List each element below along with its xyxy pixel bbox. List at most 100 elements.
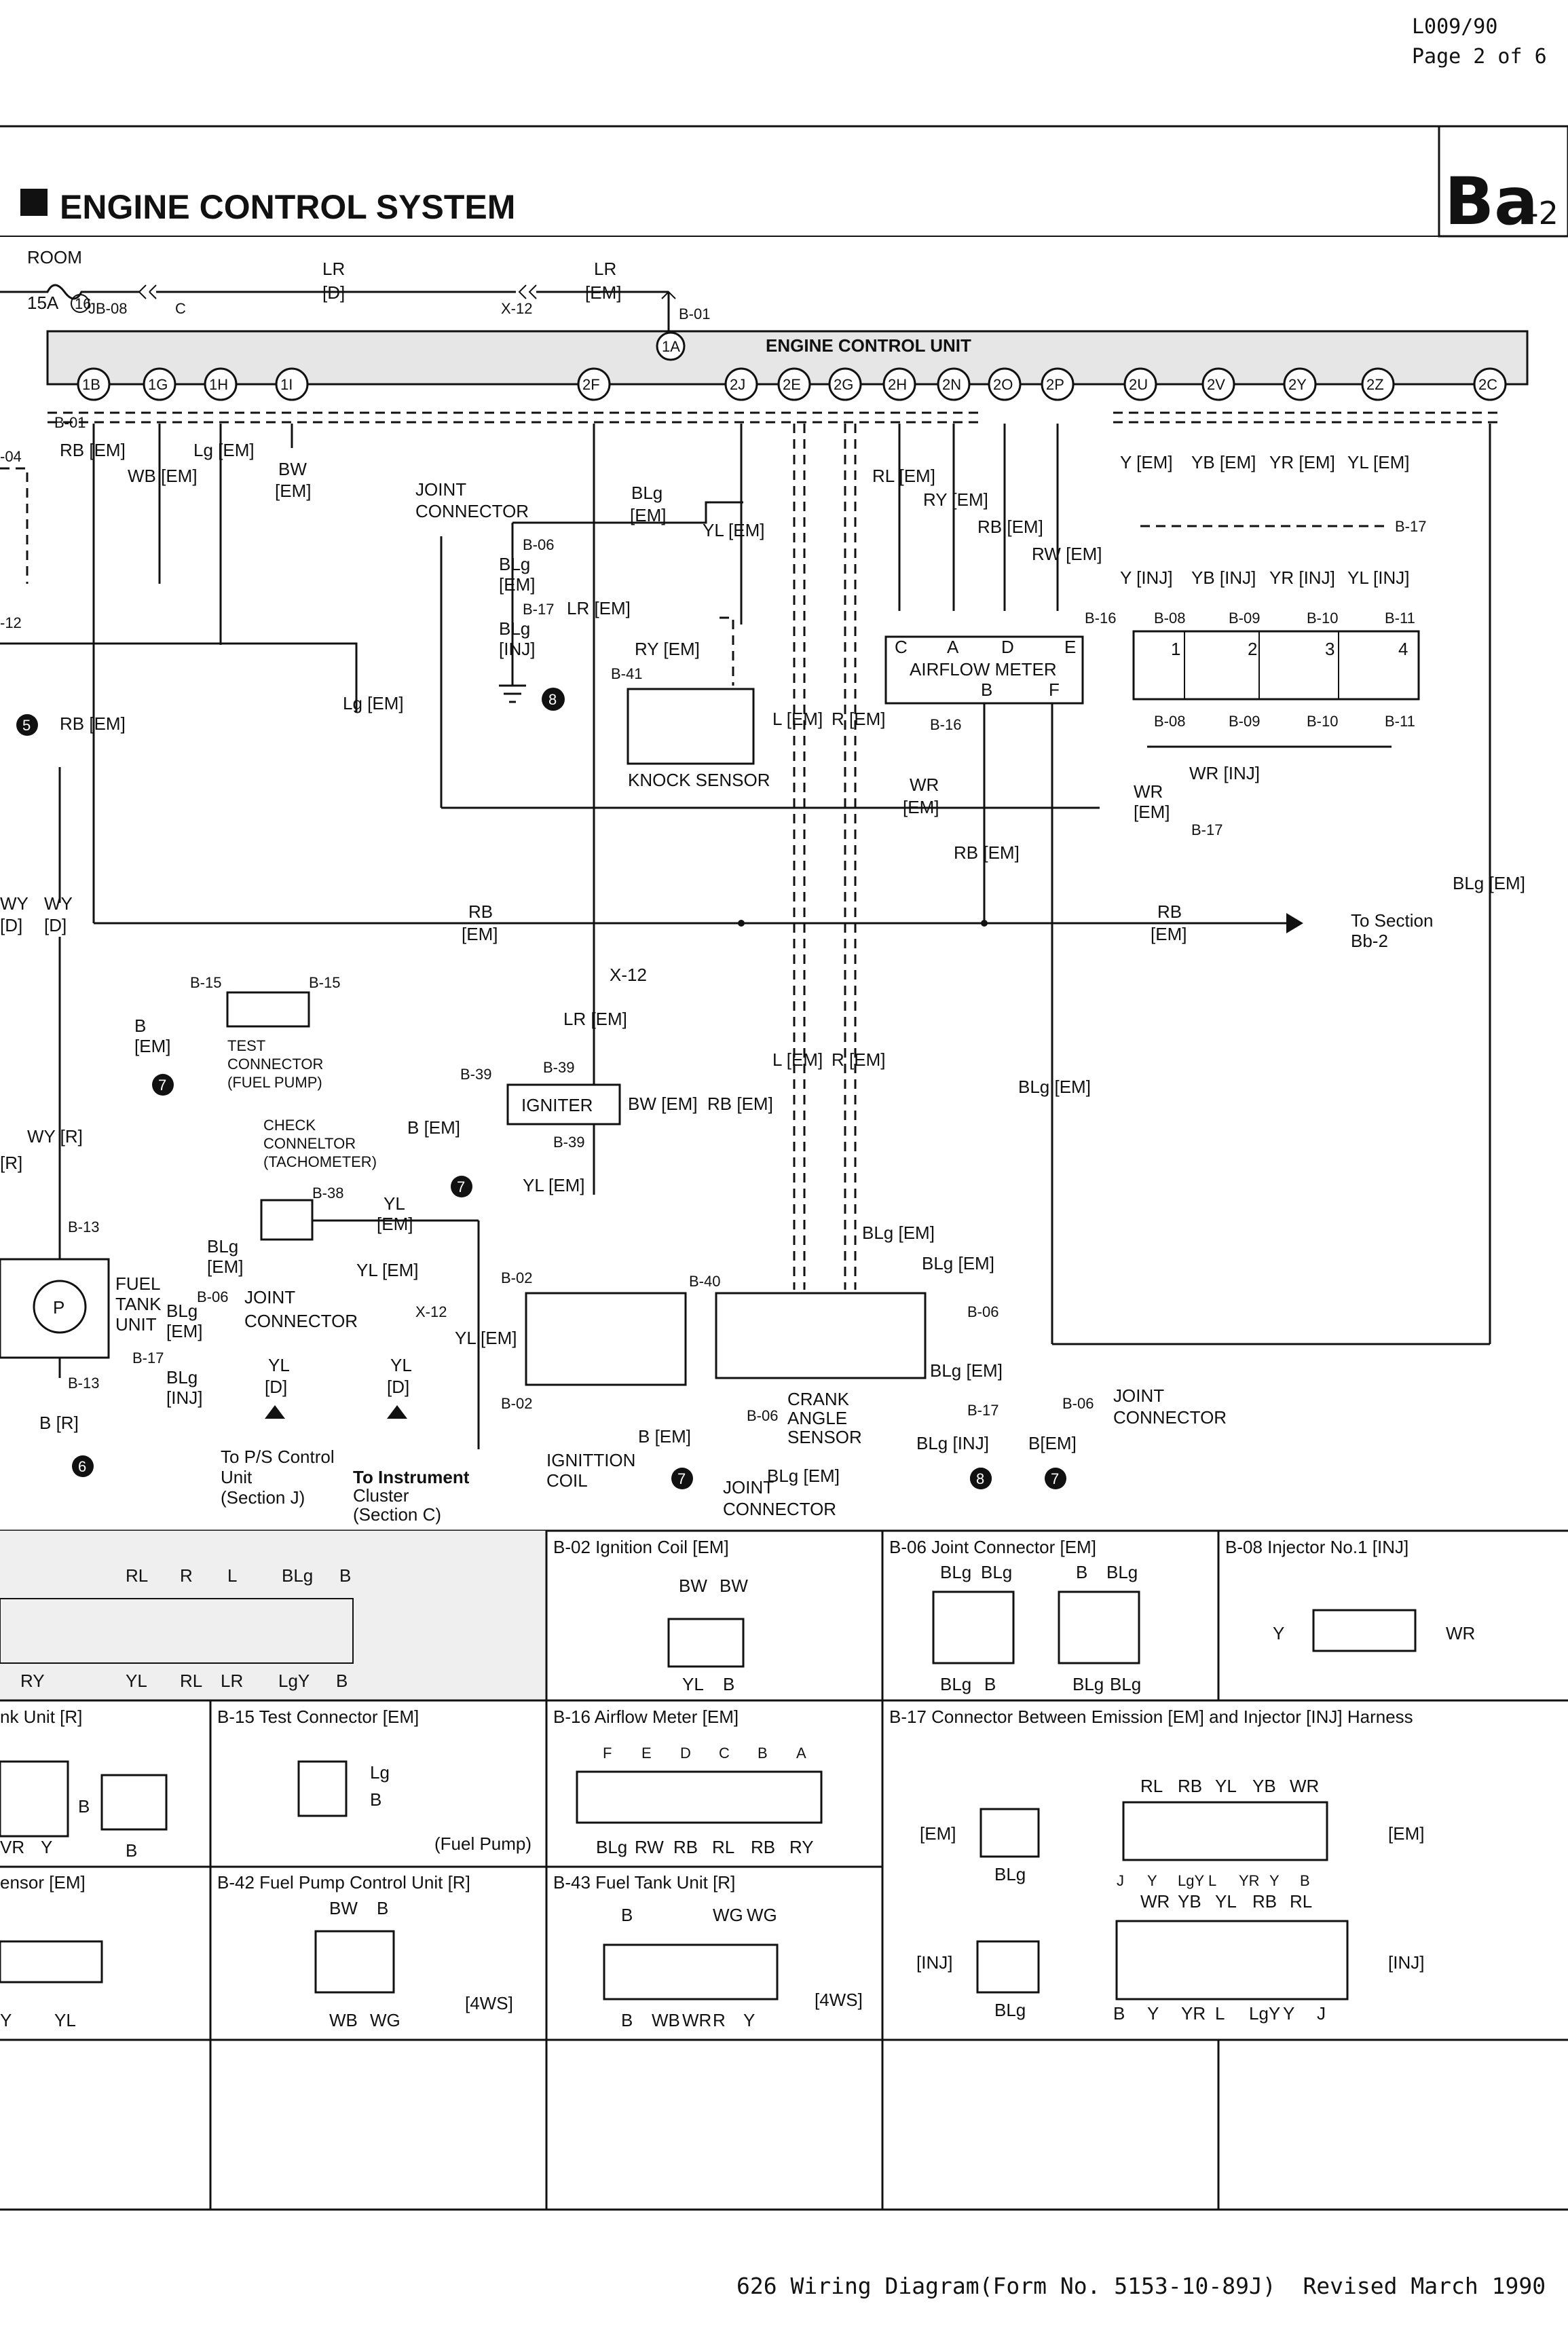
b02-title: B-02 Ignition Coil [EM] <box>553 1537 729 1557</box>
ecu-pin-label: 1G <box>148 376 168 393</box>
document-id: L009/90 Page 2 of 6 <box>1412 12 1568 72</box>
wire-label: YL [INJ] <box>1347 567 1410 588</box>
injector-bank <box>1132 630 1420 701</box>
b43-pin: Y <box>743 2010 755 2030</box>
wire-label: BLg [EM] <box>922 1253 994 1273</box>
wire-label: YL [EM] <box>356 1260 419 1280</box>
wire-label: R [EM] <box>832 1049 885 1070</box>
b02-pin: YL <box>682 1674 704 1694</box>
injector-number: 4 <box>1398 639 1408 659</box>
ecu-label: ENGINE CONTROL UNIT <box>766 335 971 356</box>
connector-x12: X-12 <box>501 300 532 317</box>
ground-marker <box>1045 1468 1066 1489</box>
ecu-pin <box>937 367 971 401</box>
wire-label: B[EM] <box>1028 1433 1077 1453</box>
to-ic-label: Cluster <box>353 1485 409 1506</box>
ground-number: 7 <box>677 1470 686 1487</box>
connector-b01: B-01 <box>679 305 710 322</box>
fuel-pump-circle <box>33 1280 87 1334</box>
connector-b17: B-17 <box>1191 821 1222 838</box>
wire-joint <box>512 501 743 524</box>
ecu-pin-label: 1A <box>662 338 680 355</box>
ground-number: 6 <box>78 1458 86 1475</box>
wire-label: BW [EM] <box>628 1094 698 1114</box>
b43-pin: WG <box>713 1905 743 1925</box>
ground-marker <box>970 1468 992 1489</box>
wire-label: BLg <box>499 618 530 639</box>
b17-em-connector <box>1122 1801 1328 1861</box>
ecu-pin <box>77 367 111 401</box>
injector-number: 3 <box>1325 639 1334 659</box>
b17-pin: L <box>1208 1872 1216 1889</box>
b02-connector <box>667 1618 745 1668</box>
airflow-meter-body <box>884 635 1084 705</box>
ecu-view-pin: B <box>336 1671 348 1691</box>
b06-connector <box>932 1590 1015 1664</box>
ecu-pin <box>882 367 916 401</box>
wire-label: L [EM] <box>772 709 823 729</box>
wire-label: RB [EM] <box>60 713 126 734</box>
joint-connector-label: CONNECTOR <box>244 1311 358 1331</box>
wire-harness: [EM] <box>207 1256 243 1277</box>
afm-pin-f: F <box>1049 680 1060 700</box>
connector-b15: B-15 <box>190 974 221 991</box>
ground-marker <box>16 714 38 736</box>
wire-harness: [D] <box>322 282 345 303</box>
b17-pin: B <box>1113 2003 1125 2024</box>
wire-label: RB [EM] <box>954 842 1020 863</box>
b42-connector <box>314 1930 395 1994</box>
connector-b39: B-39 <box>553 1134 584 1151</box>
ground-number: 7 <box>457 1178 465 1195</box>
b17-pin: LgY <box>1178 1872 1204 1889</box>
wire-label: WB [EM] <box>128 466 198 486</box>
ecu-view-pin: R <box>180 1565 193 1586</box>
b17-pin: B <box>1300 1872 1310 1889</box>
wire-label: YB [EM] <box>1191 452 1256 472</box>
ignition-coil-body <box>525 1292 687 1386</box>
ecu-pin-label: 1H <box>209 376 228 393</box>
arrow-to-ps <box>265 1405 285 1419</box>
connector-label: -04 <box>0 448 22 465</box>
connector-b02: B-02 <box>501 1395 532 1412</box>
b16-pin: BLg <box>596 1837 627 1857</box>
joint-connector-label: JOINT <box>415 479 466 500</box>
ecu-pin <box>1041 367 1075 401</box>
wire-label: YR [INJ] <box>1269 567 1335 588</box>
ground-number: 8 <box>976 1470 984 1487</box>
ecu-pin-label: 1B <box>82 376 100 393</box>
b15-pin: B <box>370 1789 381 1810</box>
b16-pin: D <box>680 1745 691 1762</box>
airflow-meter-label: AIRFLOW METER <box>910 659 1057 680</box>
connector-chevron <box>661 291 676 299</box>
b16-pin: RB <box>673 1837 698 1857</box>
connector-b06: B-06 <box>967 1303 998 1320</box>
afm-pin-b: B <box>981 680 992 700</box>
wire-label: RB [EM] <box>60 440 126 460</box>
wire-label: BLg <box>499 554 530 574</box>
connector-b16: B-16 <box>930 716 961 733</box>
joint-connector-label: CONNECTOR <box>415 501 529 521</box>
connector-b41: B-41 <box>611 665 642 682</box>
ecu-pin-label: 2U <box>1129 376 1148 393</box>
wire-label: RY [EM] <box>923 489 988 510</box>
b17-pin: YB <box>1178 1891 1201 1912</box>
ecu-pin <box>204 367 238 401</box>
junction <box>981 920 988 927</box>
ecu-pin-label: 2C <box>1478 376 1497 393</box>
ecu-pin <box>1473 367 1507 401</box>
b17-pin: RL <box>1290 1891 1312 1912</box>
check-connector-label: CHECK <box>263 1117 316 1134</box>
wire-label: RB <box>1157 901 1182 922</box>
wire-label: YL <box>384 1193 405 1214</box>
connector-b09: B-09 <box>1229 713 1260 730</box>
b42-pin: WB <box>329 2010 358 2030</box>
test-connector-label: (FUEL PUMP) <box>227 1074 322 1091</box>
fuse-wire <box>0 284 139 300</box>
b17-em-right-label: [EM] <box>1388 1823 1424 1844</box>
b16-pin: E <box>641 1745 652 1762</box>
ground-marker <box>671 1468 693 1489</box>
crank-angle-sensor-body <box>715 1292 927 1379</box>
